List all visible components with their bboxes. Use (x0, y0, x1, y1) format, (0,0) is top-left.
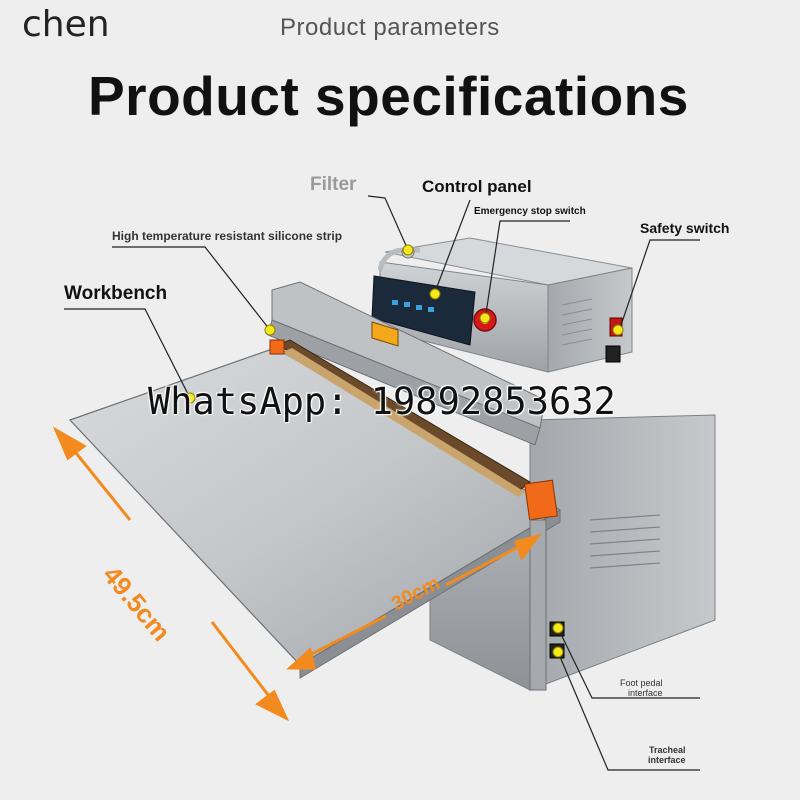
leader-lines (64, 195, 700, 771)
cabinet-vents (589, 514, 661, 569)
warning-sticker (371, 321, 399, 347)
marker-workbench (184, 392, 196, 404)
marker-dots (184, 244, 624, 658)
marker-safety-switch (612, 324, 624, 336)
leader-safety-switch (619, 239, 700, 329)
marker-foot-pedal (552, 622, 564, 634)
page-title: Product specifications (88, 65, 689, 127)
marker-tracheal (552, 646, 564, 658)
sealing-arm (271, 281, 546, 429)
marker-emergency-stop (479, 312, 491, 324)
leader-tracheal (557, 651, 700, 771)
label-foot-pedal: Foot pedal interface (620, 678, 663, 698)
label-tracheal: Tracheal interface (648, 745, 686, 765)
label-filter: Filter (310, 174, 357, 195)
control-panel-screen (371, 275, 476, 346)
marker-control-panel (429, 288, 441, 300)
leader-foot-pedal (557, 627, 700, 699)
leader-filter (367, 195, 409, 251)
whatsapp-contact-watermark: WhatsApp: 19892853632 (148, 380, 616, 423)
dimension-arrow-depth (52, 426, 290, 722)
leader-silicone (112, 246, 271, 331)
leader-control-panel (434, 199, 471, 293)
marker-silicone (264, 324, 276, 336)
label-control-panel: Control panel (422, 177, 532, 196)
cabinet-bracket (529, 519, 547, 691)
strip-end-cap (524, 479, 558, 521)
page-subtitle: Product parameters (280, 14, 500, 41)
brand-watermark: chen (22, 4, 110, 45)
marker-filter (402, 244, 414, 256)
leader-emergency-stop (484, 220, 570, 321)
label-emergency-stop: Emergency stop switch (474, 206, 586, 217)
label-safety-switch: Safety switch (640, 220, 730, 236)
label-workbench: Workbench (64, 283, 168, 304)
leader-workbench (64, 308, 191, 399)
label-silicone-strip: High temperature resistant silicone stri… (112, 229, 343, 243)
dimension-arrow-width (286, 533, 542, 670)
